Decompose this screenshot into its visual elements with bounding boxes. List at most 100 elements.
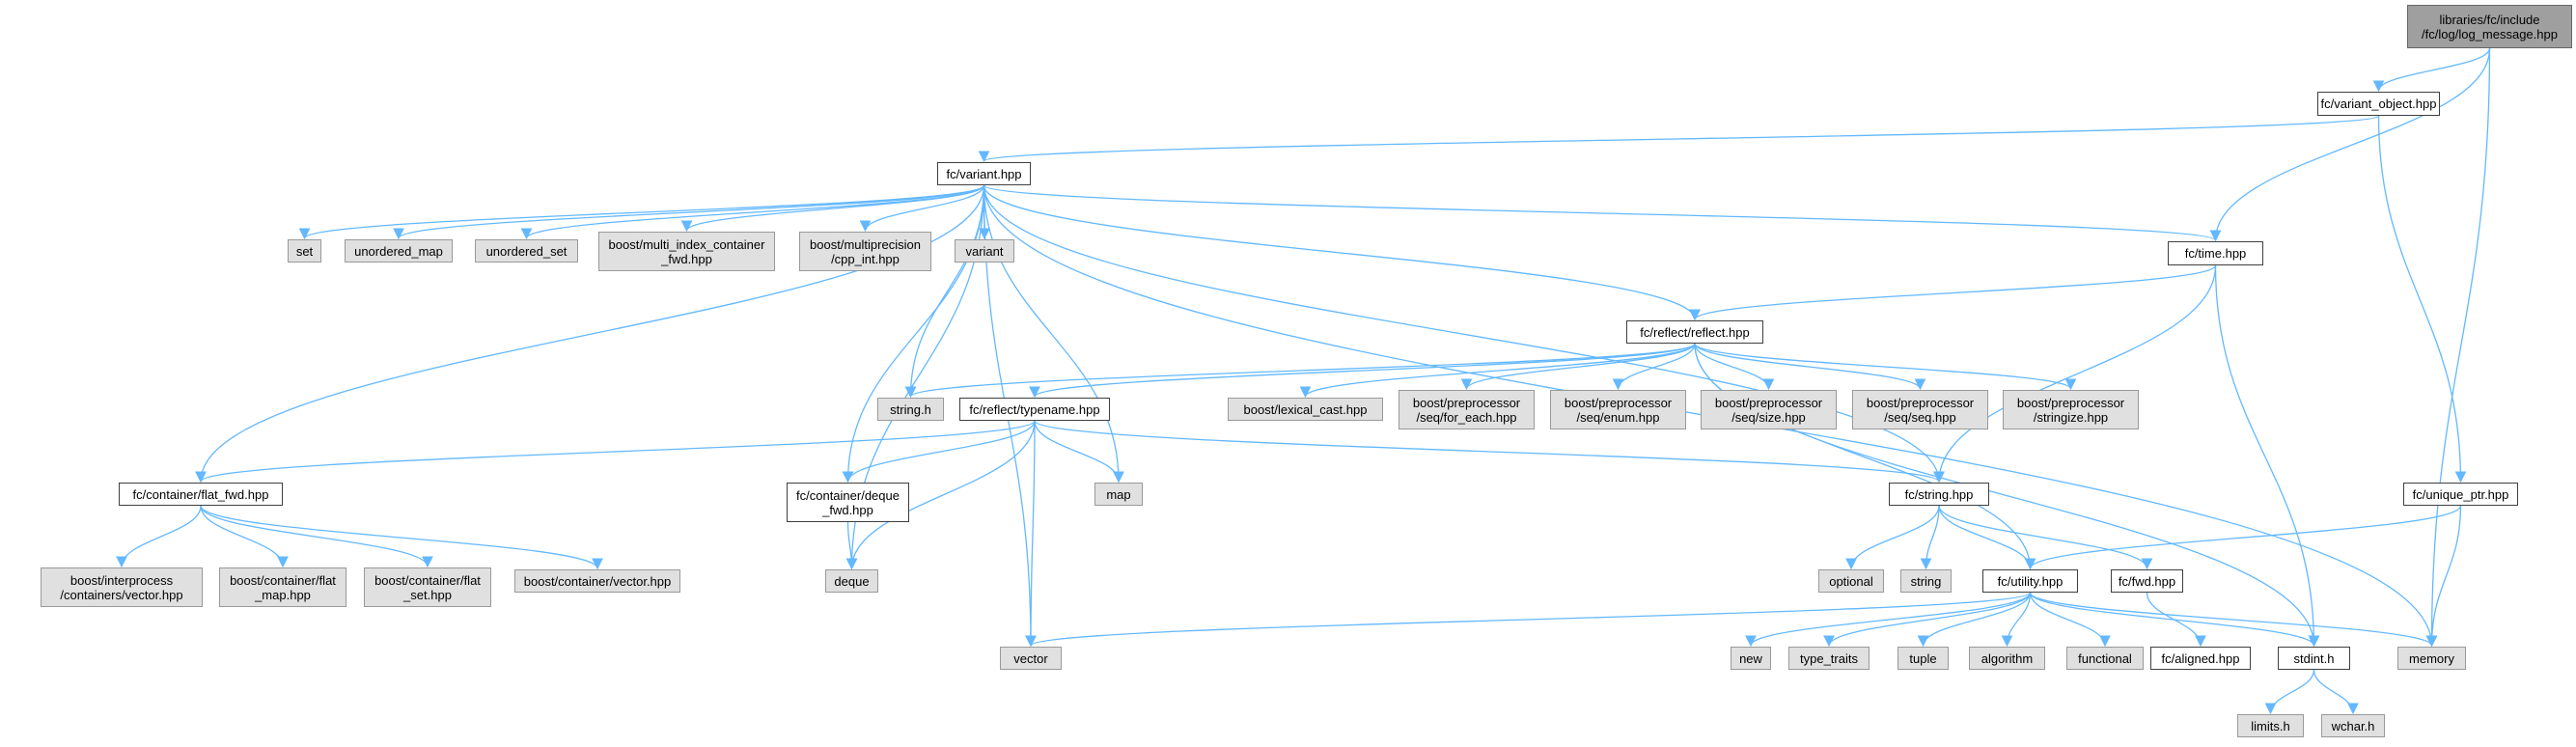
node-string-std: string xyxy=(1900,569,1952,593)
node-seq-size: boost/preprocessor /seq/size.hpp xyxy=(1701,390,1837,429)
node-stringize: boost/preprocessor /stringize.hpp xyxy=(2003,390,2139,429)
edge-typename-to-deque_fwd xyxy=(842,420,1036,484)
edge-time-to-fcstring xyxy=(1933,264,2217,484)
node-limits: limits.h xyxy=(2237,714,2304,737)
node-seq-for-each: boost/preprocessor /seq/for_each.hpp xyxy=(1399,390,1535,429)
edge-variant-to-fcstring xyxy=(983,184,1945,484)
edge-reflect-to-seq_enum xyxy=(1612,343,1696,391)
edge-reflect-to-lexical_cast xyxy=(1299,343,1696,399)
node-flat-map: boost/container/flat _map.hpp xyxy=(219,567,346,607)
edge-utility-to-memory xyxy=(2029,592,2438,648)
edge-typename-to-fcstring xyxy=(1034,420,1945,484)
node-container-vector: boost/container/vector.hpp xyxy=(514,569,680,593)
edge-utility-to-stdint xyxy=(2029,592,2320,648)
node-unique-ptr[interactable]: fc/unique_ptr.hpp xyxy=(2403,483,2518,506)
edge-reflect-to-seq_seq xyxy=(1694,343,1926,391)
node-time[interactable]: fc/time.hpp xyxy=(2168,241,2263,265)
node-unordered-map: unordered_map xyxy=(345,239,453,263)
edge-reflect-to-seq_for_each xyxy=(1460,343,1696,391)
edge-reflect-to-seq_size xyxy=(1694,343,1775,391)
node-unordered-set: unordered_set xyxy=(475,239,578,263)
edge-time-to-reflect xyxy=(1689,264,2217,321)
edge-fcstring-to-optional xyxy=(1845,505,1940,570)
edge-flat_fwd-to-flat_map xyxy=(200,505,289,568)
node-set: set xyxy=(288,239,321,263)
node-utility[interactable]: fc/utility.hpp xyxy=(1982,569,2078,593)
node-flat-set: boost/container/flat _set.hpp xyxy=(364,567,491,607)
edge-variant-to-mic_fwd xyxy=(680,184,985,233)
edge-utility-to-functional xyxy=(2029,592,2111,648)
node-fwd[interactable]: fc/fwd.hpp xyxy=(2111,569,2183,593)
node-new: new xyxy=(1731,647,1771,670)
edge-fcstring-to-fwd xyxy=(1938,505,2153,570)
edge-reflect-to-stringize xyxy=(1694,343,2077,391)
node-tuple: tuple xyxy=(1897,647,1949,670)
node-fcstring[interactable]: fc/string.hpp xyxy=(1889,483,1989,506)
node-lexical-cast: boost/lexical_cast.hpp xyxy=(1228,398,1383,421)
node-optional: optional xyxy=(1818,569,1884,593)
edge-utility-to-algorithm xyxy=(2001,592,2032,648)
edge-variant-to-set xyxy=(298,184,985,240)
edge-root-to-variant_object xyxy=(2372,47,2491,93)
node-wchar: wchar.h xyxy=(2321,714,2385,737)
edge-flat_fwd-to-container_vector xyxy=(200,505,603,570)
node-cpp-int: boost/multiprecision /cpp_int.hpp xyxy=(799,232,931,271)
edge-stdint-to-limits xyxy=(2264,669,2315,715)
node-variant-std: variant xyxy=(955,239,1014,263)
node-seq-enum: boost/preprocessor /seq/enum.hpp xyxy=(1550,390,1686,429)
edge-variant-to-cpp_int xyxy=(859,184,985,233)
edge-variant-to-flat_fwd xyxy=(195,184,985,484)
edge-unique_ptr-to-memory xyxy=(2425,505,2462,648)
node-typename[interactable]: fc/reflect/typename.hpp xyxy=(959,398,1110,421)
node-functional: functional xyxy=(2066,647,2144,670)
node-deque-fwd[interactable]: fc/container/deque _fwd.hpp xyxy=(787,483,909,522)
edge-root-to-memory xyxy=(2425,47,2491,648)
edge-reflect-to-string_h xyxy=(905,343,1696,399)
edge-variant-to-deque_fwd xyxy=(842,184,985,484)
edge-flat_fwd-to-flat_set xyxy=(200,505,433,568)
node-map: map xyxy=(1094,483,1143,506)
node-string-h: string.h xyxy=(877,398,944,421)
edge-stdint-to-wchar xyxy=(2313,669,2359,715)
node-aligned[interactable]: fc/aligned.hpp xyxy=(2150,647,2251,670)
node-variant-object[interactable]: fc/variant_object.hpp xyxy=(2317,92,2440,116)
edge-flat_fwd-to-interprocess_vector xyxy=(116,505,202,568)
node-stdint[interactable]: stdint.h xyxy=(2278,647,2350,670)
edge-typename-to-vector xyxy=(1025,420,1037,648)
edge-reflect-to-stdint xyxy=(1694,343,2320,648)
edge-variant_object-to-unique_ptr xyxy=(2377,115,2467,484)
node-reflect[interactable]: fc/reflect/reflect.hpp xyxy=(1626,320,1763,344)
edge-fcstring-to-utility xyxy=(1938,505,2036,570)
node-deque: deque xyxy=(825,569,878,593)
node-algorithm: algorithm xyxy=(1969,647,2045,670)
edge-variant-to-time xyxy=(983,184,2221,242)
edge-utility-to-vector xyxy=(1025,592,2032,648)
edge-utility-to-new xyxy=(1745,592,2032,648)
edge-utility-to-type_traits xyxy=(1823,592,2032,648)
edge-reflect-to-typename xyxy=(1029,343,1696,399)
edge-typename-to-map xyxy=(1034,420,1124,484)
edge-unique_ptr-to-utility xyxy=(2024,505,2462,570)
node-vector: vector xyxy=(1000,647,1062,670)
edge-utility-to-tuple xyxy=(1917,592,2032,648)
edge-time-to-stdint xyxy=(2214,264,2320,648)
node-mic-fwd: boost/multi_index_container _fwd.hpp xyxy=(598,232,775,271)
edge-fwd-to-aligned xyxy=(2146,592,2206,648)
edge-variant-to-reflect xyxy=(983,184,1701,321)
edge-variant-to-unordered_map xyxy=(393,184,985,240)
edge-reflect-to-utility xyxy=(1694,343,2036,570)
edge-typename-to-deque xyxy=(845,420,1036,570)
node-root[interactable]: libraries/fc/include /fc/log/log_message… xyxy=(2407,5,2572,48)
node-flat-fwd[interactable]: fc/container/flat_fwd.hpp xyxy=(119,483,283,506)
edge-fcstring-to-string_std xyxy=(1920,505,1940,570)
node-type-traits: type_traits xyxy=(1788,647,1870,670)
edge-variant-to-map xyxy=(983,184,1124,484)
node-memory: memory xyxy=(2397,647,2466,670)
node-variant[interactable]: fc/variant.hpp xyxy=(937,162,1031,185)
edge-deque_fwd-to-deque xyxy=(845,521,858,570)
edge-variant-to-unordered_set xyxy=(520,184,985,240)
node-seq-seq: boost/preprocessor /seq/seq.hpp xyxy=(1852,390,1988,429)
edge-variant_object-to-variant xyxy=(979,115,2380,163)
